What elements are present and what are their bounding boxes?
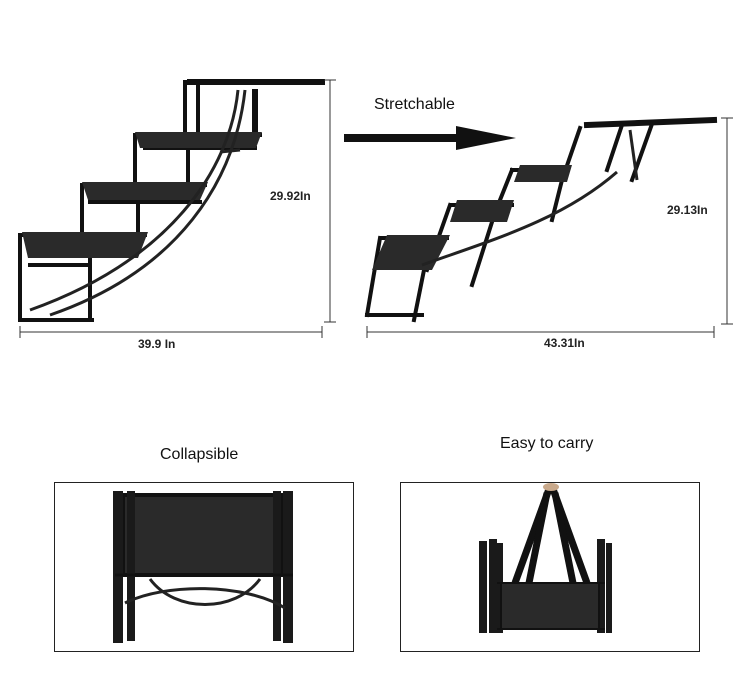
stretchable-label: Stretchable <box>374 96 455 113</box>
height-label-stretched: 29.13In <box>667 203 708 217</box>
carry-stairs-image <box>479 483 612 633</box>
easy-to-carry-caption: Easy to carry <box>500 435 594 452</box>
collapsible-caption: Collapsible <box>160 446 239 463</box>
width-label-stretched: 43.31In <box>544 336 585 350</box>
dimension-lines-left <box>19 79 336 338</box>
collapsible-image-frame <box>54 482 354 652</box>
height-label-folded: 29.92In <box>270 189 311 203</box>
arrow-right-icon <box>344 126 516 150</box>
width-label-folded: 39.9 In <box>138 337 176 351</box>
stretched-stairs-image <box>364 116 718 323</box>
dimension-lines-right <box>366 117 733 338</box>
folded-stairs-image <box>18 79 325 322</box>
carry-image-frame <box>400 482 700 652</box>
collapsed-stairs-image <box>113 491 293 643</box>
